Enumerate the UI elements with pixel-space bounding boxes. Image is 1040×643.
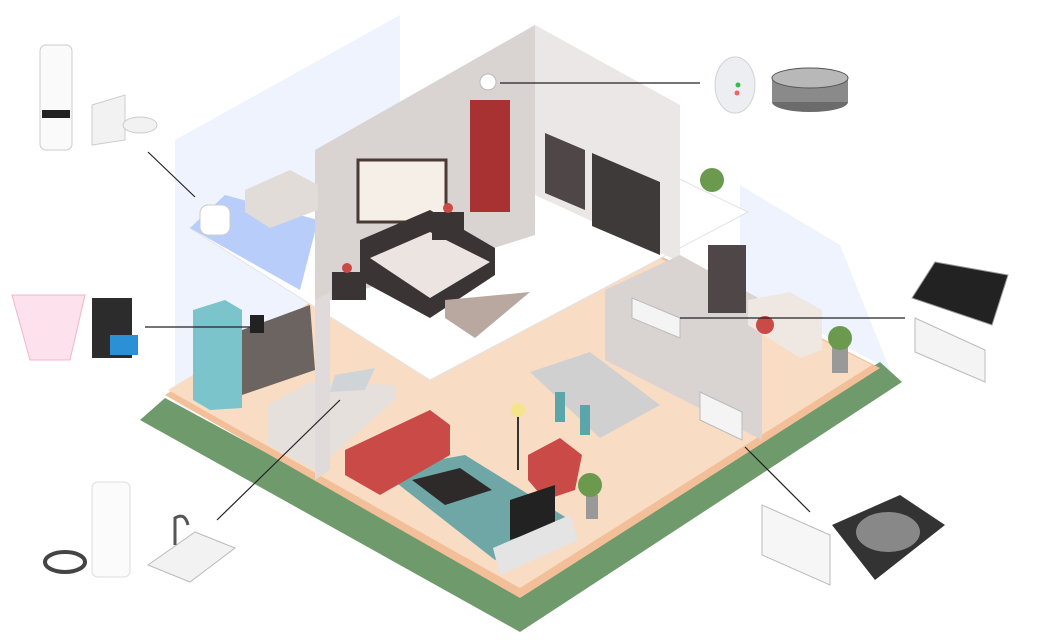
air-conditioner-icon[interactable] xyxy=(914,317,986,383)
kitchen xyxy=(193,300,395,470)
smoke-detector xyxy=(479,73,497,91)
water-filter-cartridge-icon[interactable] xyxy=(91,481,131,578)
filter-ring-icon[interactable] xyxy=(771,67,849,112)
floor-lamp xyxy=(511,403,525,417)
dining-table xyxy=(530,352,660,438)
seal-ring-icon[interactable] xyxy=(43,550,87,574)
wardrobe xyxy=(545,133,585,210)
panel-heater-icon[interactable] xyxy=(761,504,831,586)
tv-stand xyxy=(493,515,578,575)
coffee-machine-icon[interactable] xyxy=(92,298,138,358)
panel-heater xyxy=(699,391,743,441)
armchair xyxy=(528,438,582,500)
floor-vent-icon[interactable] xyxy=(832,495,945,580)
coffee-table xyxy=(412,468,492,505)
sink-icon[interactable] xyxy=(146,514,237,583)
air-vent-filter-icon[interactable] xyxy=(39,44,73,151)
sofa xyxy=(345,410,450,495)
air-filter-mesh-icon[interactable] xyxy=(911,261,1009,326)
toilet-part-icon[interactable] xyxy=(91,94,158,146)
door xyxy=(470,100,510,212)
bedroom-walls xyxy=(315,25,680,305)
smoke-detector-icon[interactable] xyxy=(714,56,756,114)
kitchen-sink xyxy=(330,368,375,392)
kitchen-partition xyxy=(315,292,330,480)
bed xyxy=(332,203,530,338)
air-conditioner xyxy=(631,297,681,339)
bookshelf xyxy=(592,153,660,255)
bathroom xyxy=(199,170,318,236)
callout-lines xyxy=(145,82,905,521)
bedroom-rug xyxy=(445,292,530,338)
living-room xyxy=(345,168,852,575)
office xyxy=(631,245,848,441)
water-tank-icon[interactable] xyxy=(11,294,86,361)
